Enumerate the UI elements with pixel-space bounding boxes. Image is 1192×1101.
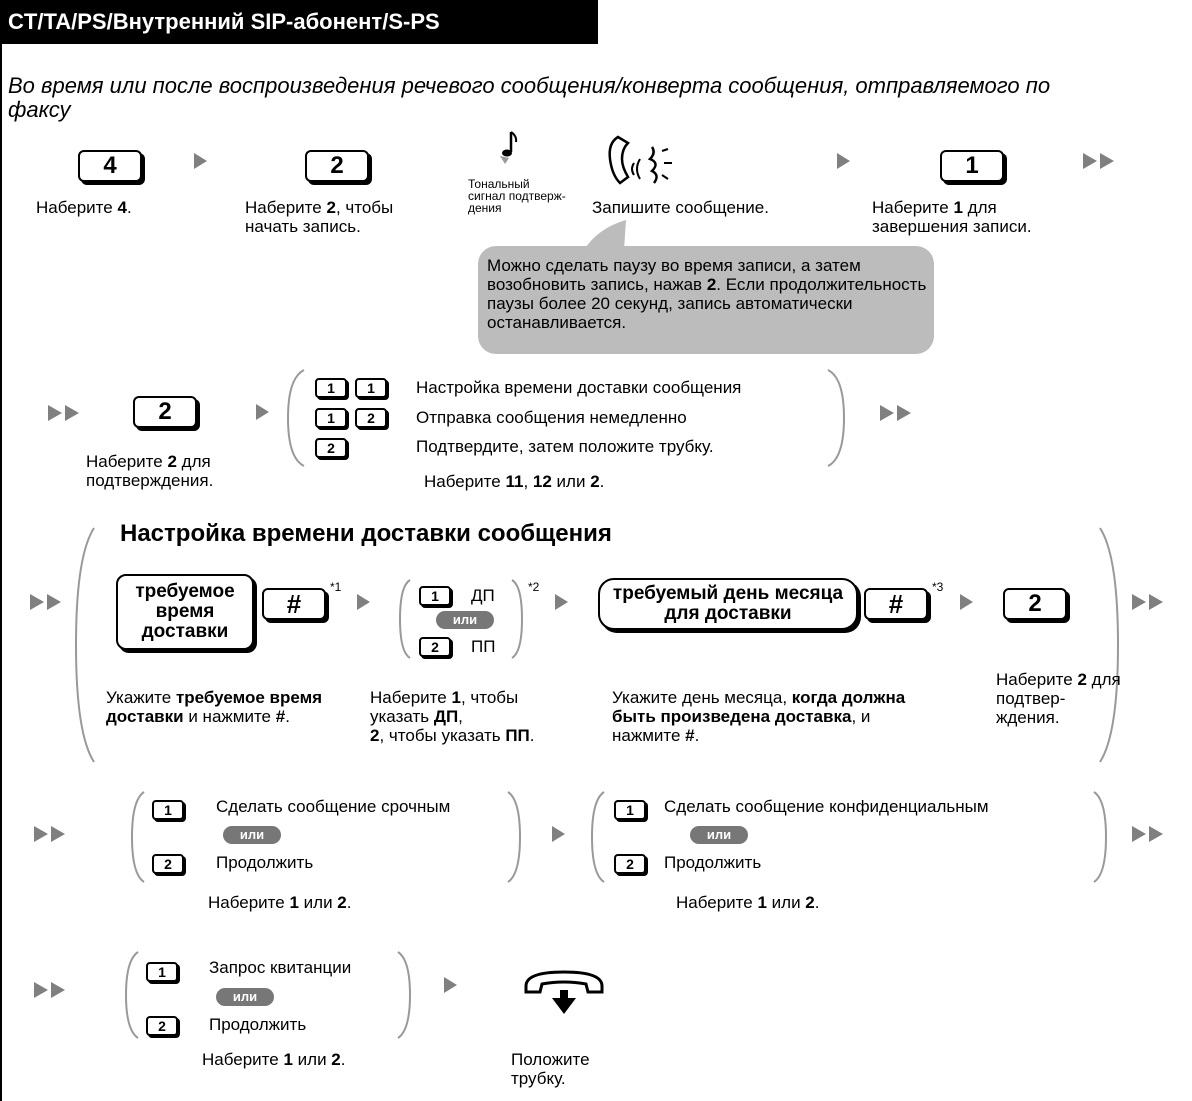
key-2[interactable]: 2 <box>614 854 646 874</box>
hash-key[interactable]: # <box>864 588 928 620</box>
option-continue: Продолжить <box>209 1015 307 1034</box>
page-title: CT/TA/PS/Внутренний SIP-абонент/S-PS <box>0 0 598 44</box>
key-2[interactable]: 2 <box>146 1016 178 1036</box>
arrow-icon <box>555 594 568 610</box>
right-bracket <box>1099 527 1120 763</box>
delivery-day-input[interactable]: требуемый день месяца для доставки <box>598 578 858 630</box>
key-2[interactable]: 2 <box>1003 588 1067 620</box>
music-note-icon <box>500 131 518 164</box>
record-label: Запишите сообщение. <box>592 198 769 217</box>
right-bracket <box>827 369 846 467</box>
option-confirm-hangup: Подтвердите, затем положите трубку. <box>416 437 714 456</box>
speaking-handset-icon <box>608 135 672 185</box>
caption-confidential: Наберите 1 или 2. <box>676 893 820 912</box>
right-bracket <box>507 791 522 883</box>
caption-confirm-delivery: Наберите 2 для подтвер-ждения. <box>996 670 1121 727</box>
key-1[interactable]: 1 <box>315 408 347 428</box>
am-label: ДП <box>471 586 495 605</box>
key-2[interactable]: 2 <box>355 408 387 428</box>
option-send-now: Отправка сообщения немедленно <box>416 408 687 427</box>
key-2[interactable]: 2 <box>152 854 184 874</box>
option-confidential: Сделать сообщение конфиденциальным <box>664 797 989 816</box>
option-continue: Продолжить <box>664 853 762 872</box>
caption-receipt: Наберите 1 или 2. <box>202 1050 346 1069</box>
key-1[interactable]: 1 <box>355 378 387 398</box>
callout-pointer <box>584 220 626 250</box>
key-2[interactable]: 2 <box>419 637 451 657</box>
double-arrow-icon <box>34 982 68 998</box>
or-badge: или <box>223 826 281 844</box>
caption-enter-time: Укажите требуемое время доставки и нажми… <box>106 688 323 726</box>
or-badge: или <box>690 826 748 844</box>
footnote-3: *3 <box>932 580 944 594</box>
caption-urgent: Наберите 1 или 2. <box>208 893 352 912</box>
arrow-icon <box>960 594 973 610</box>
left-bracket <box>286 369 305 467</box>
option-receipt: Запрос квитанции <box>209 958 352 977</box>
hangup-label: Положите трубку. <box>511 1050 590 1088</box>
or-badge: или <box>436 611 494 629</box>
key-1[interactable]: 1 <box>146 962 178 982</box>
arrow-icon <box>357 594 370 610</box>
hash-key[interactable]: # <box>262 588 326 620</box>
key-2[interactable]: 2 <box>315 438 347 458</box>
key-1[interactable]: 1 <box>614 800 646 820</box>
arrow-icon <box>444 977 457 993</box>
subtitle: Во время или после воспроизведения речев… <box>8 73 1051 122</box>
right-bracket <box>1093 791 1108 883</box>
section-title: Настройка времени доставки сообщения <box>120 520 612 547</box>
delivery-time-input[interactable]: требуемое время доставки <box>116 574 254 650</box>
hang-up-icon <box>524 970 604 1014</box>
double-arrow-icon <box>1132 826 1166 842</box>
footnote-2: *2 <box>528 580 540 594</box>
double-arrow-icon <box>880 405 914 421</box>
double-arrow-icon <box>30 594 64 610</box>
option-delivery-time: Настройка времени доставки сообщения <box>416 378 742 397</box>
caption-am-pm: Наберите 1, чтобы указать ДП,2, чтобы ук… <box>370 688 535 745</box>
key-2[interactable]: 2 <box>133 396 197 428</box>
arrow-icon <box>194 153 207 169</box>
left-bracket <box>398 579 411 659</box>
caption-dial-1: Наберите 1 для завершения записи. <box>872 198 1032 236</box>
caption-enter-day: Укажите день месяца, когда должна быть п… <box>612 688 906 745</box>
option-urgent: Сделать сообщение срочным <box>216 797 451 816</box>
right-bracket <box>397 951 412 1039</box>
footnote-1: *1 <box>330 580 342 594</box>
page-frame <box>0 44 2 1101</box>
double-arrow-icon <box>1083 153 1117 169</box>
double-arrow-icon <box>34 826 68 842</box>
key-1[interactable]: 1 <box>940 150 1004 182</box>
key-2[interactable]: 2 <box>305 150 369 182</box>
arrow-icon <box>552 826 565 842</box>
arrow-icon <box>837 153 850 169</box>
right-bracket <box>511 579 524 659</box>
left-bracket <box>74 527 95 763</box>
caption-dial-4: Наберите 4. <box>36 198 132 217</box>
key-1[interactable]: 1 <box>315 378 347 398</box>
double-arrow-icon <box>1132 594 1166 610</box>
left-bracket <box>124 951 139 1039</box>
key-1[interactable]: 1 <box>419 586 451 606</box>
or-badge: или <box>216 988 274 1006</box>
choice-caption: Наберите 11, 12 или 2. <box>424 472 605 491</box>
key-1[interactable]: 1 <box>152 800 184 820</box>
tone-label: Тональный сигнал подтверж-дения <box>468 177 566 215</box>
option-continue: Продолжить <box>216 853 314 872</box>
left-bracket <box>590 791 605 883</box>
left-bracket <box>130 791 145 883</box>
arrow-icon <box>256 404 269 420</box>
pause-note-callout: Можно сделать паузу во время записи, а з… <box>478 246 934 354</box>
caption-confirm: Наберите 2 для подтверждения. <box>86 452 214 490</box>
key-4[interactable]: 4 <box>78 150 142 182</box>
double-arrow-icon <box>48 405 82 421</box>
pm-label: ПП <box>471 637 496 656</box>
caption-dial-2: Наберите 2, чтобы начать запись. <box>245 198 394 236</box>
